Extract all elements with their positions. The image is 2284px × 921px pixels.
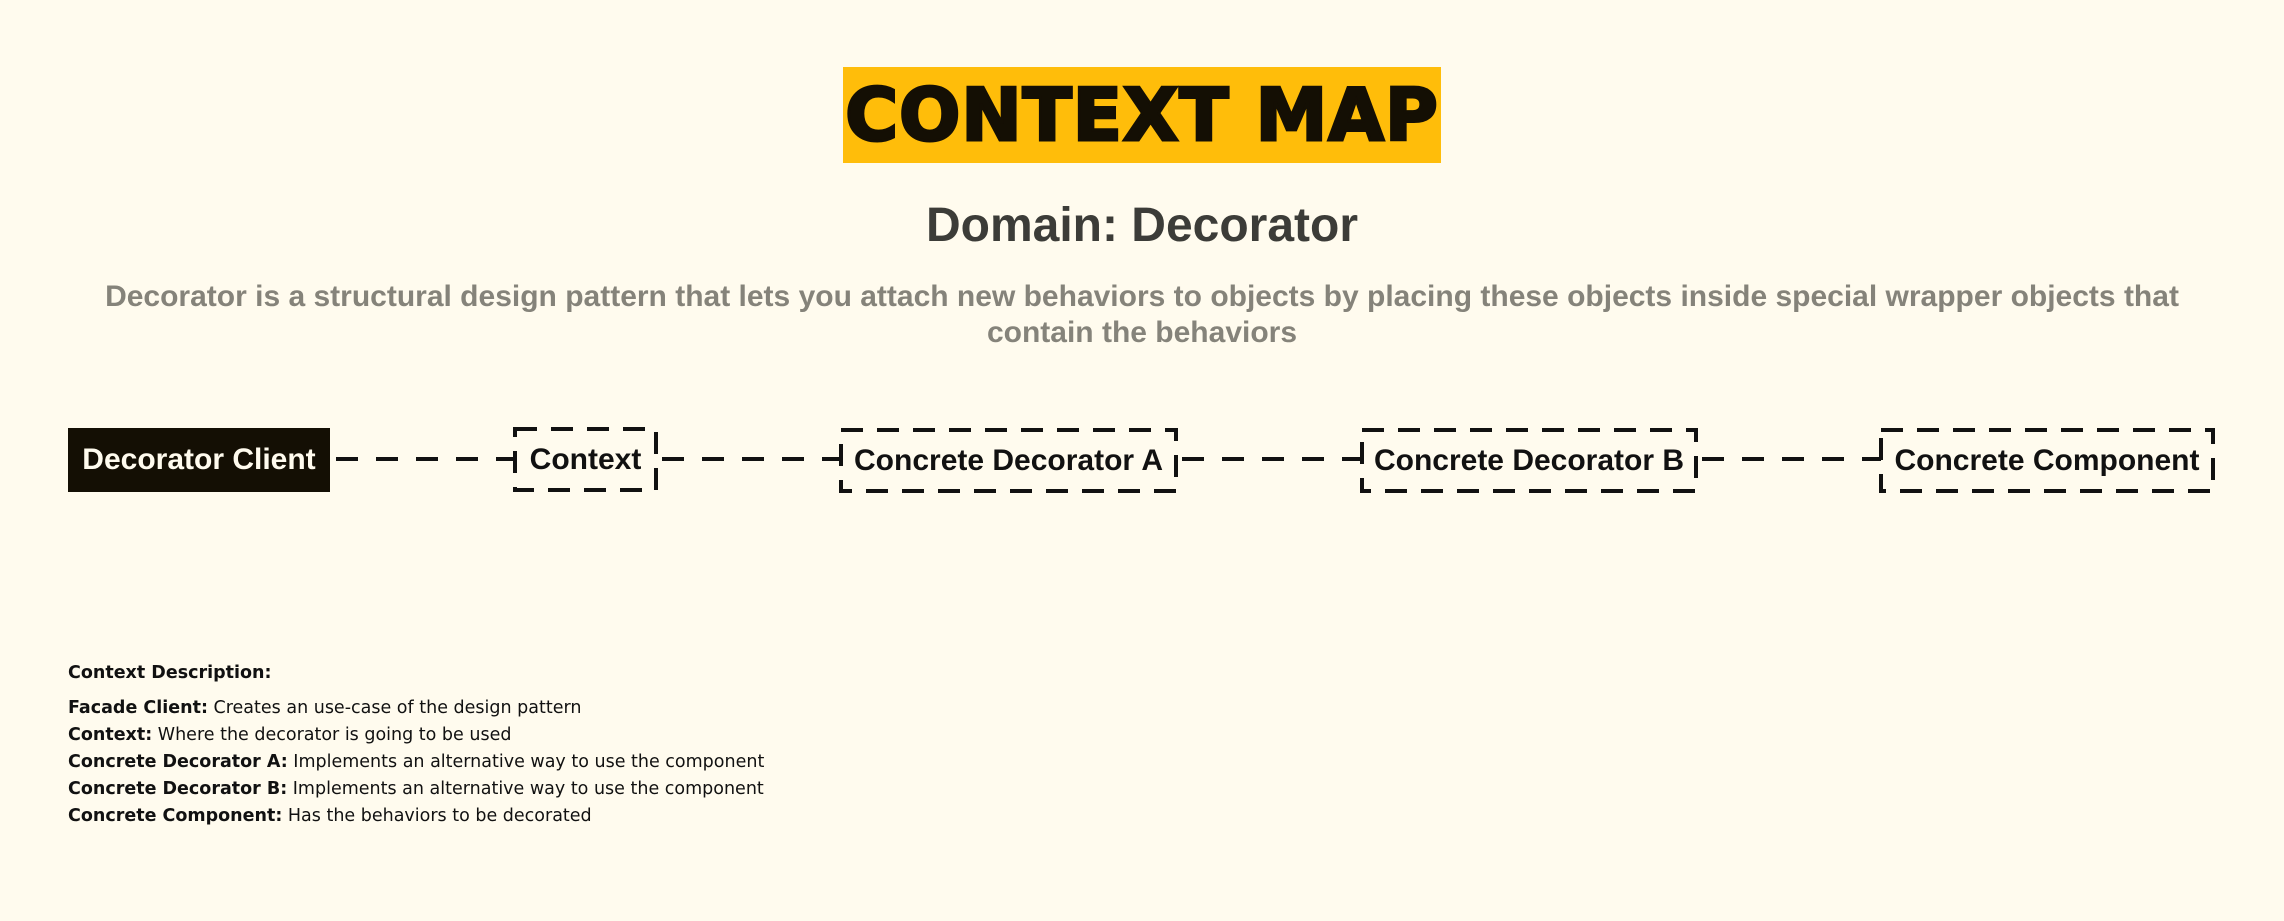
legend-text: Creates an use-case of the design patter… bbox=[207, 698, 582, 718]
legend-text: Where the decorator is going to be used bbox=[152, 725, 512, 745]
page-title: CONTEXT MAP bbox=[843, 67, 1441, 163]
node-concrete-component bbox=[1879, 428, 2215, 493]
node-concrete-decorator-b bbox=[1360, 428, 1698, 493]
node-context bbox=[513, 427, 658, 492]
legend-text: Implements an alternative way to use the… bbox=[287, 752, 765, 772]
legend-term: Concrete Component: bbox=[68, 806, 283, 826]
legend-item: Context: Where the decorator is going to… bbox=[68, 722, 764, 749]
node-context-label: Context bbox=[529, 442, 642, 476]
node-concrete-decorator-b-label: Concrete Decorator B bbox=[1373, 443, 1685, 477]
node-concrete-component-label: Concrete Component bbox=[1894, 443, 2200, 477]
legend-item: Concrete Decorator B: Implements an alte… bbox=[68, 776, 764, 803]
legend-term: Concrete Decorator A: bbox=[68, 752, 288, 772]
page-subtitle: Domain: Decorator bbox=[925, 199, 1359, 252]
legend-item: Facade Client: Creates an use-case of th… bbox=[68, 695, 764, 722]
title-banner: CONTEXT MAP bbox=[0, 67, 2284, 163]
node-decorator-client-label: Decorator Client bbox=[82, 443, 316, 476]
legend-title: Context Description: bbox=[68, 663, 272, 683]
legend-term: Facade Client: bbox=[68, 698, 208, 718]
node-concrete-decorator-a-label: Concrete Decorator A bbox=[854, 443, 1163, 477]
legend-term: Concrete Decorator B: bbox=[68, 779, 288, 799]
node-decorator-client bbox=[68, 428, 330, 492]
context-description: Context Description: Facade Client: Crea… bbox=[68, 660, 764, 830]
page-description: Decorator is a structural design pattern… bbox=[105, 280, 2179, 349]
legend-text: Implements an alternative way to use the… bbox=[287, 779, 764, 799]
legend-text: Has the behaviors to be decorated bbox=[282, 806, 592, 826]
legend-item: Concrete Decorator A: Implements an alte… bbox=[68, 749, 764, 776]
legend-item: Concrete Component: Has the behaviors to… bbox=[68, 803, 764, 830]
legend-term: Context: bbox=[68, 725, 153, 745]
node-concrete-decorator-a bbox=[839, 428, 1178, 493]
